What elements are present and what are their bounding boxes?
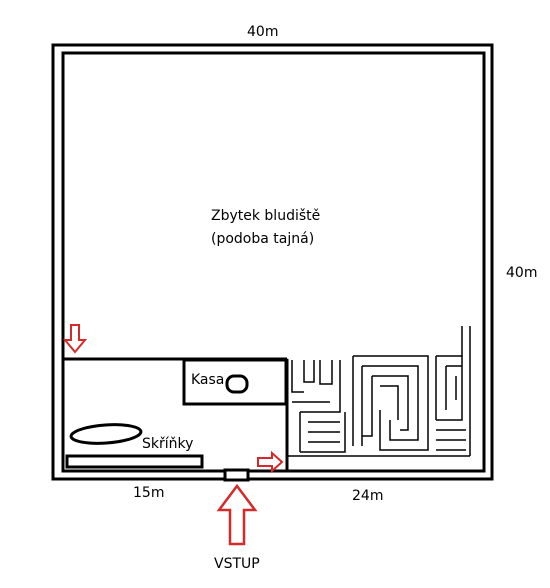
lockers-label: Skříňky xyxy=(142,436,193,452)
lockers: Skříňky xyxy=(65,423,204,469)
dim-bottom-left: 15m xyxy=(133,485,164,501)
main-area-subtitle: (podoba tajná) xyxy=(211,231,314,247)
safe-room: Kasa xyxy=(182,358,288,406)
dim-bottom-right: 24m xyxy=(352,488,383,504)
arrow-right-icon xyxy=(257,450,284,474)
safe-icon xyxy=(225,374,249,394)
safe-label: Kasa xyxy=(191,372,224,388)
dim-top: 40m xyxy=(247,24,278,40)
entrance-label: VSTUP xyxy=(214,556,260,572)
inner-wall xyxy=(61,51,486,473)
locker-bench xyxy=(65,454,204,469)
entrance-door xyxy=(223,468,250,482)
entrance-room xyxy=(63,357,289,471)
main-area-title: Zbytek bludiště xyxy=(211,208,320,224)
maze-section xyxy=(287,326,471,457)
locker-oval xyxy=(69,423,143,445)
arrow-down-icon xyxy=(62,324,88,354)
outer-wall xyxy=(51,43,494,481)
arrow-up-icon xyxy=(216,483,258,546)
dim-right: 40m xyxy=(506,265,537,281)
